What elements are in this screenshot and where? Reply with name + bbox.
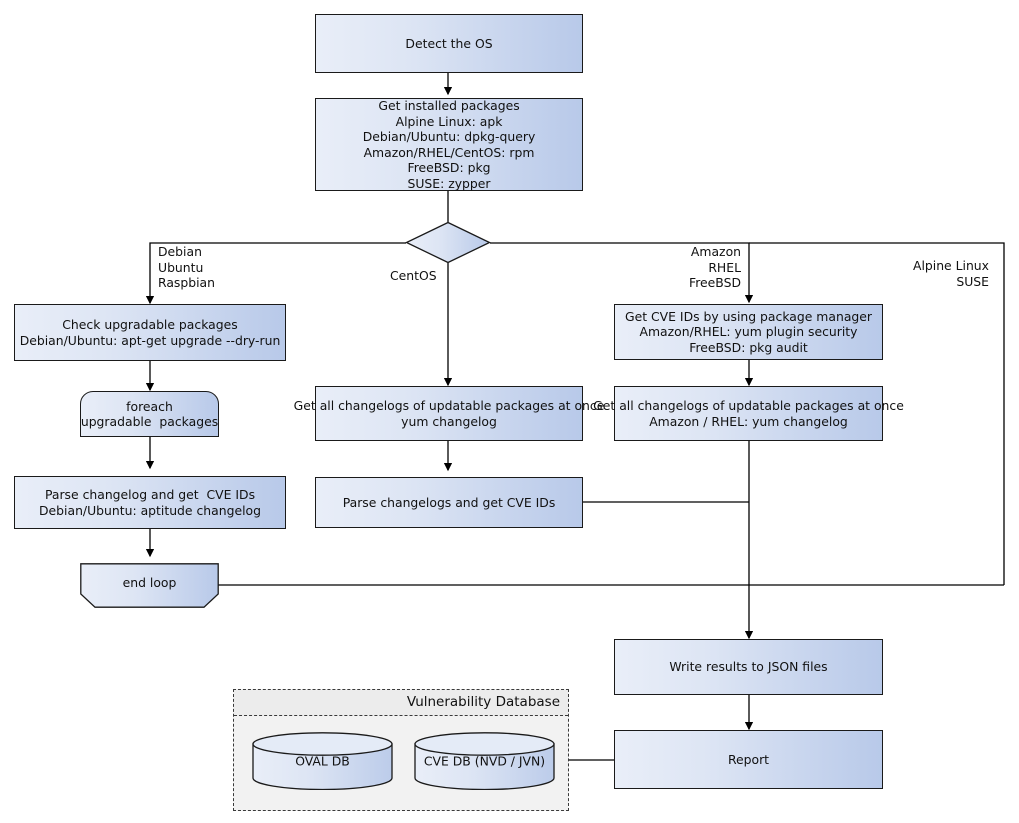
node-get-installed-packages-line6: SUSE: zypper: [407, 175, 491, 191]
node-get-changelogs-rhel-line1: Get all changelogs of updatable packages…: [593, 398, 904, 413]
node-get-changelogs-centos-line2: yum changelog: [401, 413, 497, 429]
db-oval-label: OVAL DB: [295, 753, 350, 769]
node-write-json[interactable]: Write results to JSON files: [614, 639, 883, 695]
edge-label-amazon: Amazon RHEL FreeBSD: [689, 244, 741, 290]
node-detect-os-label: Detect the OS: [405, 35, 493, 51]
node-end-loop-label: end loop: [122, 574, 177, 590]
node-get-changelogs-rhel[interactable]: Get all changelogs of updatable packages…: [593, 386, 904, 441]
edge-label-debian: Debian Ubuntu Raspbian: [158, 244, 216, 290]
node-get-changelogs-centos-line1: Get all changelogs of updatable packages…: [293, 398, 605, 413]
node-parse-changelogs-centos[interactable]: Parse changelogs and get CVE IDs: [315, 477, 583, 528]
edge-label-centos: CentOS: [390, 268, 437, 283]
node-report-label: Report: [727, 751, 770, 767]
decision-diamond-shape: [405, 221, 491, 264]
node-get-cve-package-manager-line3: FreeBSD: pkg audit: [689, 339, 808, 355]
node-foreach-line1: foreach: [126, 398, 173, 414]
node-os-decision[interactable]: [405, 221, 491, 264]
db-oval[interactable]: OVAL DB: [252, 732, 393, 791]
node-get-cve-package-manager-line2: Amazon/RHEL: yum plugin security: [639, 324, 858, 340]
db-cve-label: CVE DB (NVD / JVN): [423, 753, 546, 769]
node-check-upgradable[interactable]: Check upgradable packages Debian/Ubuntu:…: [14, 304, 286, 361]
node-get-cve-package-manager[interactable]: Get CVE IDs by using package manager Ama…: [614, 304, 883, 360]
node-parse-changelog-debian-line1: Parse changelog and get CVE IDs: [44, 487, 256, 502]
database-cylinder-icon: [252, 732, 393, 791]
node-get-installed-packages[interactable]: Get installed packages Alpine Linux: apk…: [315, 98, 583, 191]
node-get-installed-packages-line3: Debian/Ubuntu: dpkg-query: [362, 129, 536, 144]
group-titlebar: [234, 690, 568, 716]
database-cylinder-icon: [414, 732, 555, 791]
db-cve[interactable]: CVE DB (NVD / JVN): [414, 732, 555, 791]
node-get-installed-packages-line1: Get installed packages: [378, 98, 520, 113]
node-parse-changelog-debian[interactable]: Parse changelog and get CVE IDs Debian/U…: [14, 476, 286, 529]
node-foreach-line2: upgradable packages: [80, 414, 219, 429]
node-get-installed-packages-line2: Alpine Linux: apk: [395, 113, 503, 129]
node-write-json-label: Write results to JSON files: [669, 659, 828, 675]
node-end-loop[interactable]: end loop: [80, 563, 219, 608]
node-foreach-loop-start[interactable]: foreach upgradable packages: [80, 391, 219, 437]
node-check-upgradable-line1: Check upgradable packages: [62, 317, 238, 332]
node-get-changelogs-rhel-line2: Amazon / RHEL: yum changelog: [649, 413, 848, 429]
node-detect-os[interactable]: Detect the OS: [315, 14, 583, 73]
node-report[interactable]: Report: [614, 730, 883, 789]
node-get-changelogs-centos[interactable]: Get all changelogs of updatable packages…: [294, 386, 604, 441]
node-check-upgradable-line2: Debian/Ubuntu: apt-get upgrade --dry-run: [19, 332, 281, 348]
node-get-cve-package-manager-line1: Get CVE IDs by using package manager: [625, 308, 872, 324]
group-vulnerability-database: Vulnerability Database OVAL DB: [233, 689, 569, 811]
end-loop-shape: [80, 563, 219, 608]
node-parse-changelog-debian-line2: Debian/Ubuntu: aptitude changelog: [39, 502, 261, 518]
node-get-installed-packages-line5: FreeBSD: pkg: [407, 160, 491, 175]
node-parse-changelogs-centos-label: Parse changelogs and get CVE IDs: [342, 494, 556, 510]
group-title-label: Vulnerability Database: [406, 694, 560, 710]
node-get-installed-packages-line4: Amazon/RHEL/CentOS: rpm: [363, 144, 535, 160]
edge-label-alpine: Alpine Linux SUSE: [912, 258, 989, 289]
